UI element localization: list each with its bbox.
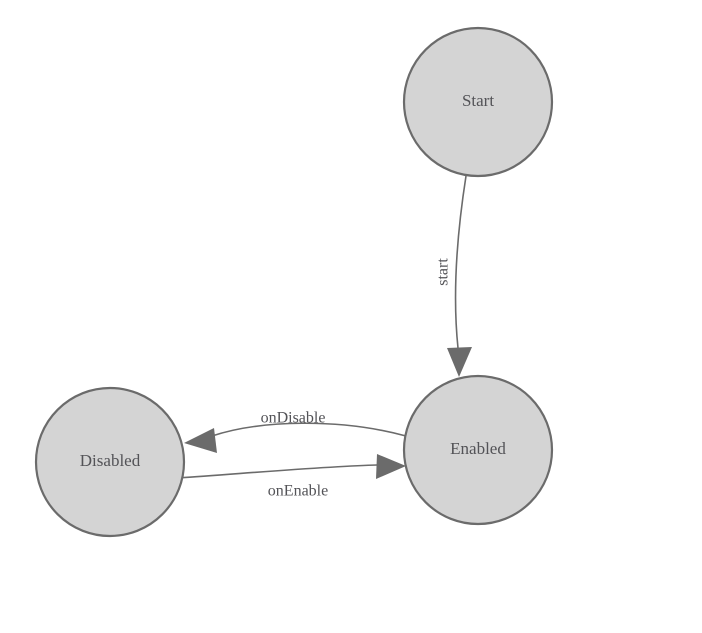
edge-enabled-to-disabled[interactable]: onDisable (184, 410, 407, 453)
node-disabled-label: Disabled (80, 451, 141, 470)
node-disabled-circle (34, 386, 186, 538)
node-enabled-label: Enabled (450, 439, 506, 458)
node-disabled[interactable]: Disabled (34, 386, 186, 538)
node-start[interactable]: Start (402, 26, 554, 178)
node-enabled[interactable]: Enabled (402, 374, 554, 526)
edge-path-disabled-to-enabled (177, 464, 378, 479)
arrowhead-start-to-enabled (447, 347, 472, 377)
edge-path-enabled-to-disabled (211, 422, 407, 437)
node-enabled-circle (402, 374, 554, 526)
node-start-label: Start (462, 91, 494, 110)
edge-label-on-disable: onDisable (261, 410, 326, 427)
edge-label-start: start (435, 258, 452, 286)
edge-path-start-to-enabled (454, 175, 467, 349)
edge-disabled-to-enabled[interactable]: onEnable (177, 454, 406, 500)
arrowhead-disabled-to-enabled (376, 454, 406, 479)
arrowhead-enabled-to-disabled (184, 428, 217, 453)
edge-label-on-enable: onEnable (268, 483, 328, 500)
edge-start-to-enabled[interactable]: start (435, 175, 472, 377)
node-start-circle (402, 26, 554, 178)
